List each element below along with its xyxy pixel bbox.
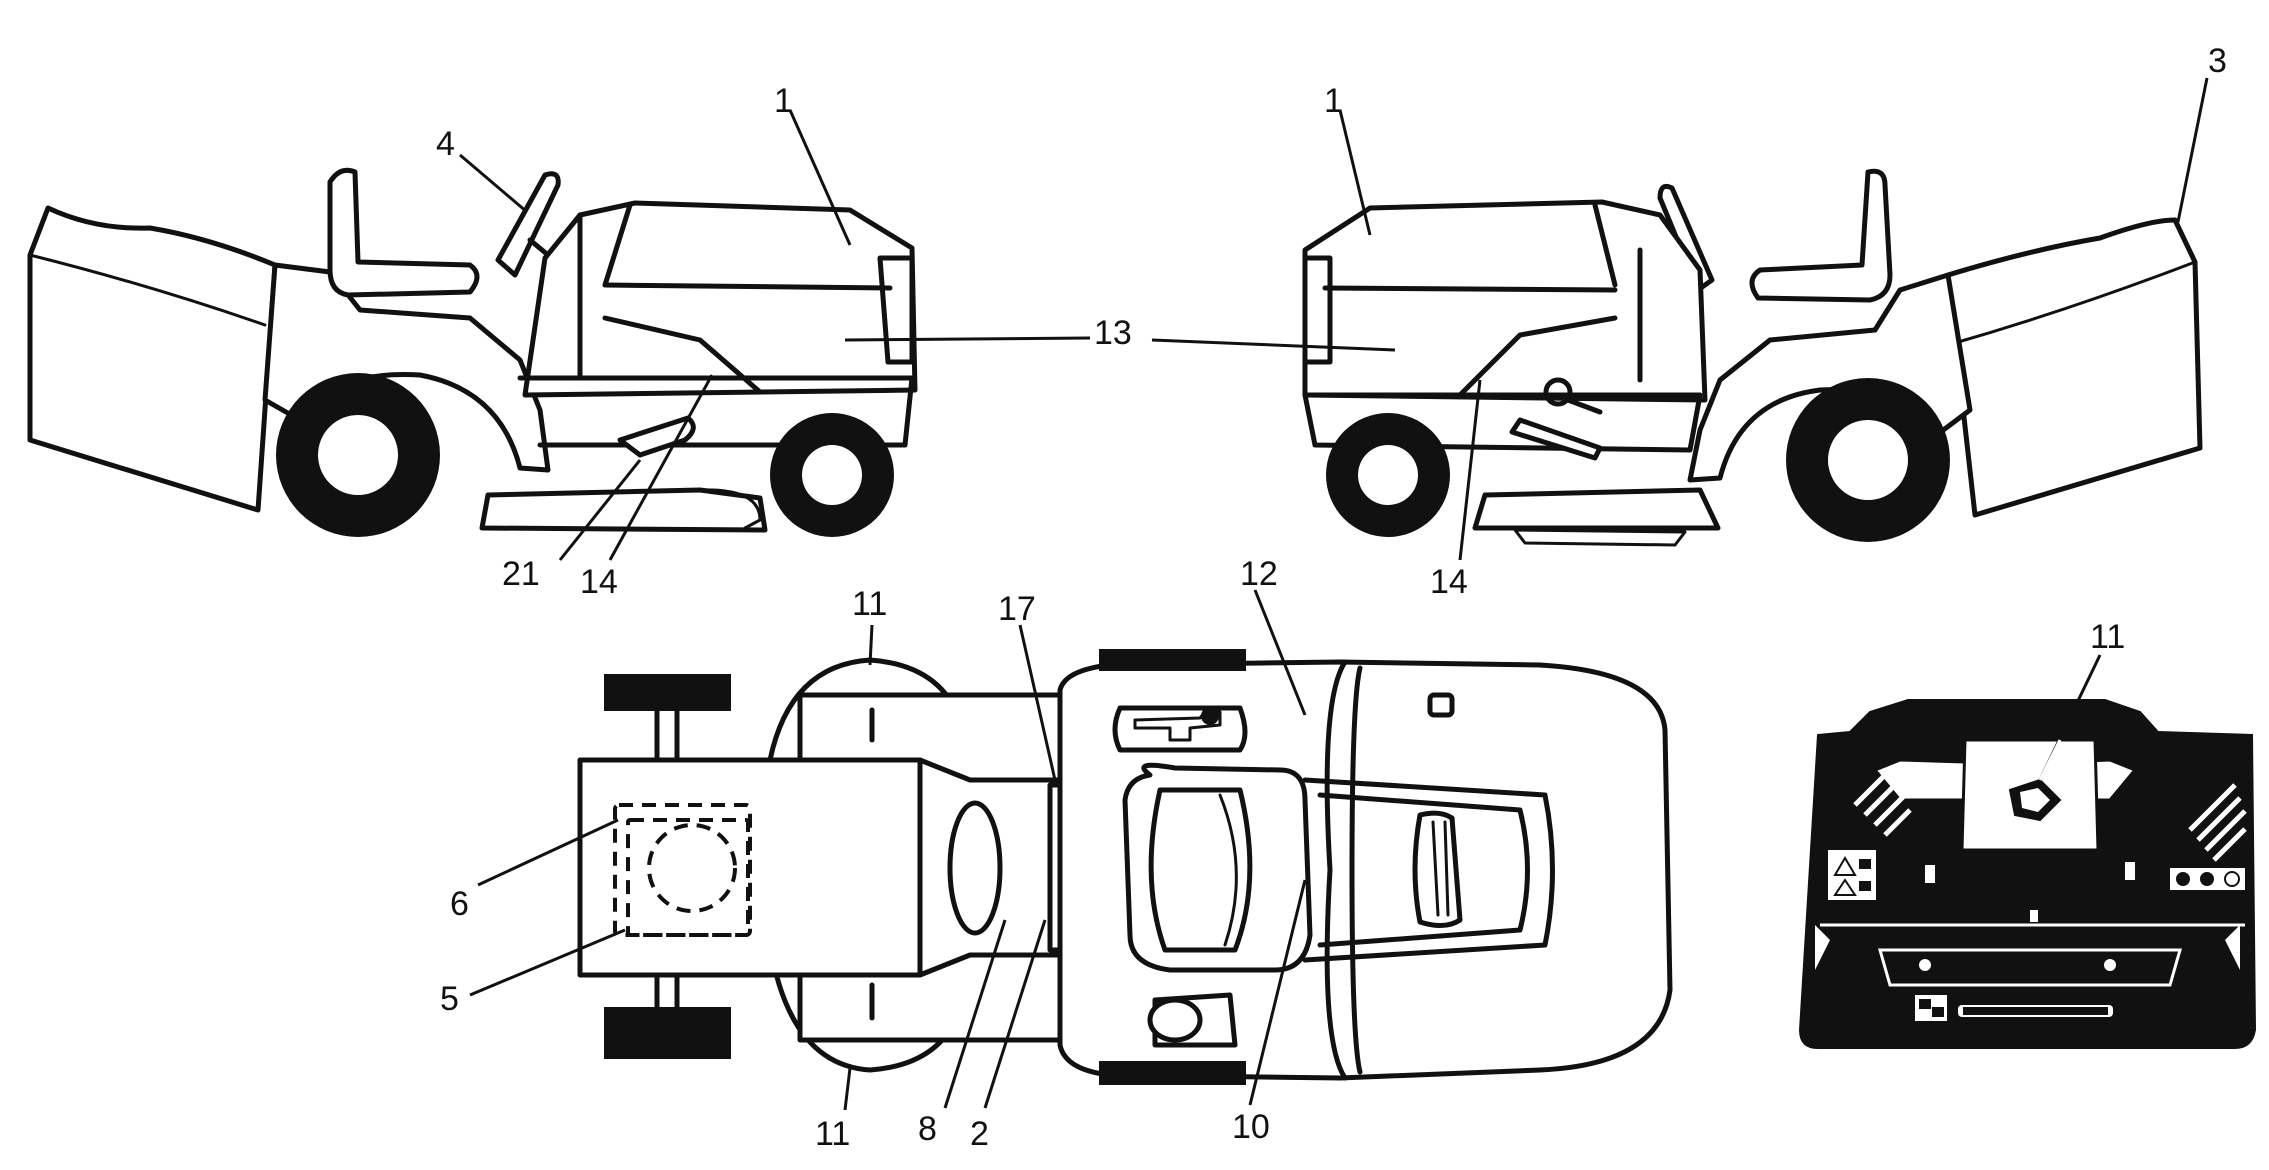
top-callout-2: 2 <box>970 1115 989 1153</box>
left-mower-deck <box>479 487 768 533</box>
callout-13: 13 <box>1094 314 1132 352</box>
left-seat <box>327 167 480 298</box>
top-callout-17: 17 <box>998 590 1036 628</box>
left-callout-1: 1 <box>774 82 793 120</box>
top-seat <box>1122 762 1313 973</box>
right-seat <box>1749 168 1893 303</box>
right-side-view: 1 3 14 <box>1151 42 2227 601</box>
left-callout-21: 21 <box>502 555 540 593</box>
top-callout-11-lower: 11 <box>815 1115 850 1153</box>
top-view: 11 17 12 6 5 11 8 2 10 <box>440 555 1673 1153</box>
left-grass-bag <box>27 205 278 513</box>
collector-callout-11: 11 <box>2090 618 2125 656</box>
top-callout-6: 6 <box>450 885 469 923</box>
right-hood <box>1302 199 1708 403</box>
top-callout-8: 8 <box>918 1110 937 1148</box>
top-grass-bag <box>577 757 923 978</box>
right-callout-14: 14 <box>1430 563 1468 601</box>
right-callout-3: 3 <box>2208 42 2227 80</box>
left-callout-14: 14 <box>580 563 618 601</box>
top-callout-10: 10 <box>1232 1108 1270 1146</box>
collector-view: 11 <box>1798 618 2257 1049</box>
right-grass-bag <box>1945 217 2203 518</box>
top-callout-5: 5 <box>440 980 459 1018</box>
right-steering-wheel <box>1657 183 1715 293</box>
left-side-view: 1 4 13 21 14 <box>27 82 1132 601</box>
right-mower-deck <box>1472 487 1721 531</box>
right-callout-1: 1 <box>1324 82 1343 120</box>
left-callout-4: 4 <box>436 125 455 163</box>
left-hood <box>522 200 918 398</box>
left-steering-wheel <box>495 171 561 278</box>
top-callout-12: 12 <box>1240 555 1278 593</box>
top-callout-11-upper: 11 <box>852 585 887 623</box>
